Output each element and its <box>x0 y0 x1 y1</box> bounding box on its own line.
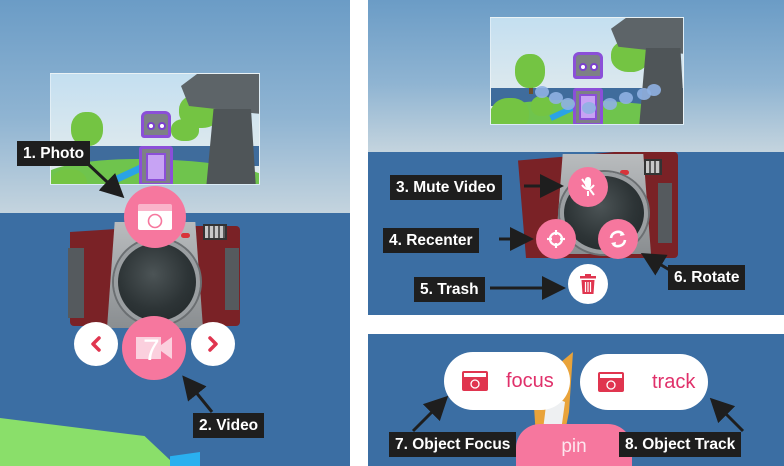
camera-indicator-light <box>181 233 190 238</box>
camera-icon <box>138 204 172 230</box>
track-label: track <box>652 370 696 393</box>
focus-label: focus <box>506 369 554 392</box>
next-mode-button[interactable] <box>191 322 235 366</box>
callout-rotate: 6. Rotate <box>668 265 746 290</box>
camera-icon <box>598 372 624 392</box>
recenter-button[interactable] <box>536 219 576 259</box>
chevron-right-icon <box>208 336 218 352</box>
panel-object-modes: focus track pin 7. Object Focus 8. Objec… <box>368 334 784 466</box>
previous-mode-button[interactable] <box>74 322 118 366</box>
camera-lens <box>114 239 200 325</box>
camera-viewfinder <box>644 159 662 175</box>
camera-icon <box>462 371 488 391</box>
camera-grip-right <box>225 248 239 310</box>
mute-video-button[interactable] <box>568 167 608 207</box>
camera-viewfinder <box>203 224 227 240</box>
callout-video: 2. Video <box>193 413 265 438</box>
captured-photo-preview <box>50 73 260 185</box>
rotate-button[interactable] <box>598 219 638 259</box>
pin-label: pin <box>561 436 587 457</box>
microphone-muted-icon <box>581 177 595 196</box>
callout-object-focus: 7. Object Focus <box>389 432 517 457</box>
crosshair-icon <box>547 230 565 248</box>
object-focus-button[interactable]: focus <box>444 352 570 410</box>
callout-mute-video: 3. Mute Video <box>390 175 502 200</box>
photo-button[interactable] <box>124 186 186 248</box>
callout-trash: 5. Trash <box>414 277 485 302</box>
chevron-left-icon <box>91 336 101 352</box>
blue-patch <box>170 452 200 466</box>
camera-grip-right <box>658 183 672 243</box>
rotate-icon <box>609 230 627 248</box>
camera-grip-left <box>68 248 84 318</box>
object-track-button[interactable]: track <box>580 354 708 410</box>
pin-button[interactable]: pin <box>516 424 632 466</box>
video-camera-icon: 7 <box>136 334 172 362</box>
camera-indicator-light <box>620 170 629 175</box>
video-icon-glyph: 7 <box>143 334 160 362</box>
video-button[interactable]: 7 <box>122 316 186 380</box>
callout-recenter: 4. Recenter <box>383 228 479 253</box>
panel-photo-video: 7 1. Photo 2. Video <box>0 0 350 466</box>
callout-object-track: 8. Object Track <box>619 432 742 457</box>
trash-button[interactable] <box>568 264 608 304</box>
panel-video-controls: 3. Mute Video 4. Recenter 5. Trash 6. Ro… <box>368 0 784 315</box>
video-preview <box>490 17 684 125</box>
callout-photo: 1. Photo <box>17 141 91 166</box>
trash-icon <box>580 274 596 294</box>
